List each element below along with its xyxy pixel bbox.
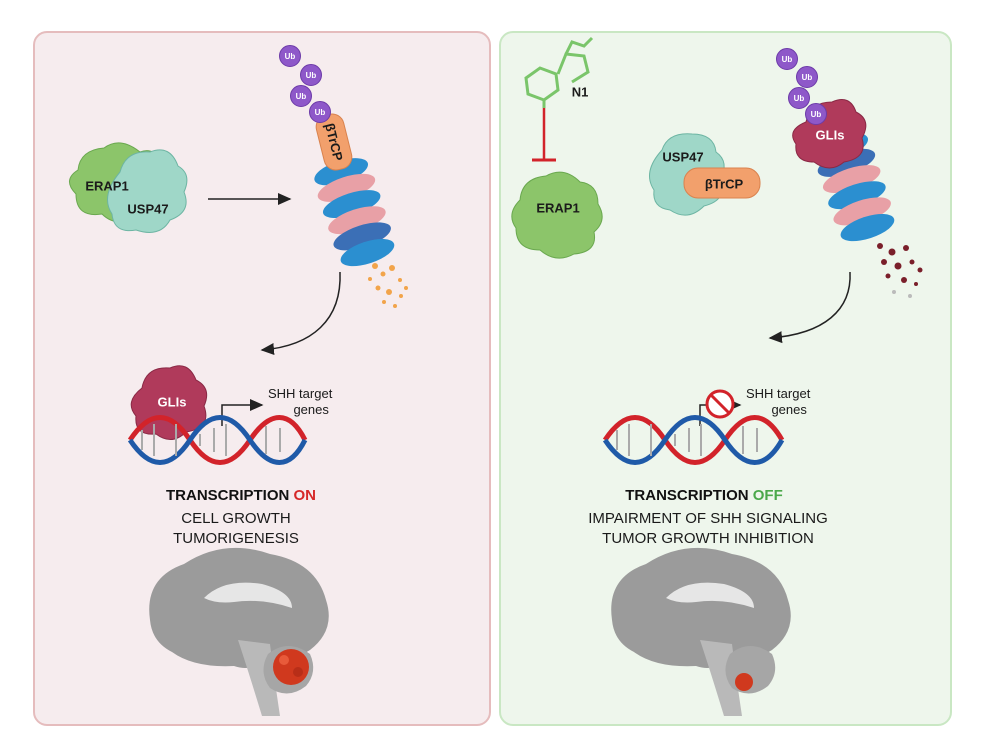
erap1-label-right: ERAP1 (536, 200, 580, 216)
erap1-usp47-complex (69, 142, 188, 233)
outcome-line-1-right: IMPAIRMENT OF SHH SIGNALING (588, 510, 828, 527)
proteasome-right (792, 99, 895, 242)
glis-label-left: GLIs (157, 394, 187, 410)
state-on: ON (293, 487, 317, 504)
ubiquitin-1-right: Ub (776, 48, 798, 70)
gene-label-left: SHH target genes (268, 386, 333, 417)
ubiquitin-2-right: Ub (796, 66, 818, 88)
dna-helix-left (127, 415, 308, 465)
proteasome-left (314, 113, 395, 267)
ubiquitin-3-right: Ub (788, 87, 810, 109)
tumor-right (735, 673, 753, 691)
prohibition-icon (705, 389, 735, 419)
dna-helix-right (602, 415, 785, 465)
ubiquitin-3-left: Ub (290, 85, 312, 107)
brain-left (149, 547, 329, 716)
outcome-line-2-right: TUMOR GROWTH INHIBITION (602, 530, 814, 547)
gene-arrow-left (221, 399, 264, 426)
tumor-left (273, 649, 309, 685)
erap1-blob-right (511, 171, 603, 259)
state-off: OFF (752, 487, 783, 504)
outcome-line-2-left: TUMORIGENESIS (173, 530, 299, 547)
n1-molecule (524, 36, 594, 108)
arrow-curved-right (768, 271, 851, 344)
glis-label-right: GLIs (815, 127, 845, 143)
peptide-fragments-right (877, 243, 923, 298)
peptide-fragments-left (368, 263, 408, 308)
ubiquitin-4-right: Ub (805, 103, 827, 125)
gene-label-right: SHH target genes (746, 386, 811, 417)
usp47-label-left: USP47 (127, 201, 169, 217)
transcription-status-left: TRANSCRIPTION ON (166, 487, 316, 504)
usp47-label-right: USP47 (662, 149, 704, 165)
btrcp-right (683, 167, 761, 199)
transcription-status-right: TRANSCRIPTION OFF (625, 487, 783, 504)
n1-label: N1 (571, 84, 589, 100)
ubiquitin-4-left: Ub (309, 101, 331, 123)
ubiquitin-2-left: Ub (300, 64, 322, 86)
ubiquitin-1-left: Ub (279, 45, 301, 67)
usp47-blob-left (107, 149, 188, 233)
outcome-line-1-left: CELL GROWTH (181, 510, 291, 527)
brain-right (611, 547, 791, 716)
arrow-curved-left (260, 271, 341, 356)
btrcp-label-right: βTrCP (704, 176, 744, 192)
erap1-label-left: ERAP1 (85, 178, 129, 194)
